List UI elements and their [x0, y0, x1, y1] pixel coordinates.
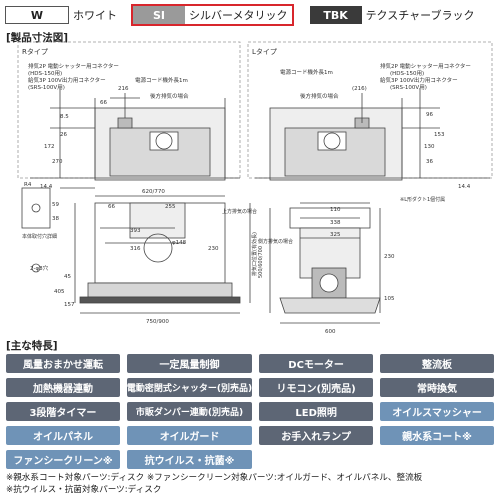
dim-label: R4: [24, 182, 32, 188]
dim-label: 270: [52, 159, 63, 165]
color-selector: W ホワイト SI シルバーメタリック TBK テクスチャーブラック: [5, 4, 495, 26]
l-rear-label: 後方排気の場合: [300, 92, 339, 100]
feature-badge: 常時換気: [380, 378, 494, 397]
dim-label: 316: [130, 246, 141, 252]
features-grid: 風量おまかせ運転 一定風量制御 DCモーター 整流板 加熱機器連動 電動密閉式シ…: [6, 354, 494, 469]
color-option-silver-selected[interactable]: SI シルバーメタリック: [131, 4, 294, 26]
feature-badge: オイルパネル: [6, 426, 120, 445]
r-rear-label: 後方排気の場合: [150, 92, 189, 100]
dim-label: 230: [208, 246, 219, 252]
r-srs-label: (SRS-100V用): [28, 84, 65, 91]
r-type-label: Rタイプ: [22, 47, 48, 56]
side-exhaust-label: 上方排気の場合: [222, 208, 257, 215]
feature-badge: オイルガード: [126, 426, 253, 445]
dim-label: 325: [330, 232, 341, 238]
dim-label: 66: [108, 204, 115, 210]
dim-label: 66: [100, 100, 107, 106]
l-type-label: Lタイプ: [252, 47, 277, 56]
r-shutter-label: 排気2P 電動シャッター用コネクター: [28, 62, 119, 70]
feature-badge: お手入れランプ: [259, 426, 374, 445]
dim-label: 750/900: [146, 319, 169, 325]
color-option-white[interactable]: W ホワイト: [5, 5, 117, 25]
color-chip-texture-black: TBK: [309, 6, 362, 24]
color-label-texture-black: テクスチャーブラック: [365, 9, 475, 22]
feature-badge: 整流板: [380, 354, 494, 373]
footnote-line: ※抗ウイルス・抗菌対象パーツ:ディスク: [6, 485, 162, 495]
dimension-title: [製品寸法図]: [6, 32, 69, 44]
dim-label: 620/770: [142, 189, 165, 195]
l-srs-label: (SRS-100V用): [390, 84, 427, 91]
feature-badge: リモコン(別売品): [259, 378, 374, 397]
feature-badge: オイルスマッシャー: [380, 402, 494, 421]
feature-badge: LED照明: [259, 402, 374, 421]
dim-label: 110: [330, 207, 341, 213]
dim-label: 157: [64, 302, 75, 308]
dim-label: 393: [130, 228, 141, 234]
dim-label: 36: [426, 159, 433, 165]
dim-label: 230: [384, 254, 395, 260]
l-hds-label: (HDS-150用): [390, 70, 424, 77]
feature-badge: 市販ダンパー連動(別売品): [126, 402, 253, 421]
features-title: [主な特長]: [6, 340, 58, 352]
r-power-label: 給気3P 100V出力用コネクター: [28, 76, 106, 84]
dim-label: 130: [424, 144, 435, 150]
dim-label: 8.5: [60, 114, 69, 120]
feature-badge: 3段階タイマー: [6, 402, 120, 421]
color-option-texture-black[interactable]: TBK テクスチャーブラック: [309, 5, 475, 25]
feature-badge: DCモーター: [259, 354, 374, 373]
l-cord-label: 電源コード機外長1m: [280, 68, 333, 76]
dim-label: 26: [60, 132, 67, 138]
dim-label: 96: [426, 112, 433, 118]
dim-label: 600: [325, 329, 336, 335]
feature-badge: 加熱機器連動: [6, 378, 120, 397]
color-label-silver: シルバーメタリック: [189, 9, 288, 22]
dim-label: 216: [118, 86, 129, 92]
l-duct-label: ※L形ダクト1個付属: [400, 196, 445, 203]
dim-label: 14.4: [40, 184, 53, 190]
l-power-label: 給気3P 100V出力用コネクター: [380, 76, 458, 84]
dim-label: 2-φ8穴: [30, 264, 49, 272]
footnote-line: ※親水系コート対象パーツ:ディスク ※ファンシークリーン対象パーツ:オイルガード…: [6, 473, 423, 483]
r-cord-label: 電源コード機外長1m: [135, 76, 188, 84]
feature-badge: 風量おまかせ運転: [6, 354, 120, 373]
dimension-drawing: Rタイプ 排気2P 電動シャッター用コネクター (HDS-150用) 給気3P …: [17, 41, 493, 335]
color-chip-white: W: [5, 6, 69, 24]
l-shutter-label: 排気2P 電動シャッター用コネクター: [380, 62, 471, 70]
feature-badge: ファンシークリーン※: [6, 450, 120, 469]
dim-label: 38: [52, 216, 59, 222]
dim-label: 338: [330, 220, 341, 226]
dim-label: 105: [384, 296, 395, 302]
feature-badge: 電動密閉式シャッター(別売品): [126, 378, 253, 397]
dim-label: 45: [64, 274, 71, 280]
dim-label: 153: [434, 132, 445, 138]
color-label-white: ホワイト: [73, 9, 117, 22]
feature-badge: 抗ウイルス・抗菌※: [126, 450, 253, 469]
color-chip-silver: SI: [133, 6, 185, 24]
height-note-label: 排気口位置(有効長): [251, 232, 258, 276]
dim-label: φ148: [172, 240, 187, 246]
dim-label: 255: [165, 204, 176, 210]
dim-label: 59: [52, 202, 59, 208]
dim-label: (216): [352, 86, 367, 92]
side-note-label: 側方排気の場合: [258, 238, 293, 245]
dim-label: 14.4: [458, 184, 471, 190]
feature-badge: 一定風量制御: [126, 354, 253, 373]
footnotes: ※親水系コート対象パーツ:ディスク ※ファンシークリーン対象パーツ:オイルガード…: [6, 472, 496, 496]
dim-label: 172: [44, 144, 55, 150]
feature-badge: 親水系コート※: [380, 426, 494, 445]
hole-detail-label: 本体取付穴詳細: [22, 233, 57, 240]
dim-label: 405: [54, 289, 65, 295]
range-label: 500/600/700: [258, 246, 264, 278]
r-hds-label: (HDS-150用): [28, 70, 62, 77]
